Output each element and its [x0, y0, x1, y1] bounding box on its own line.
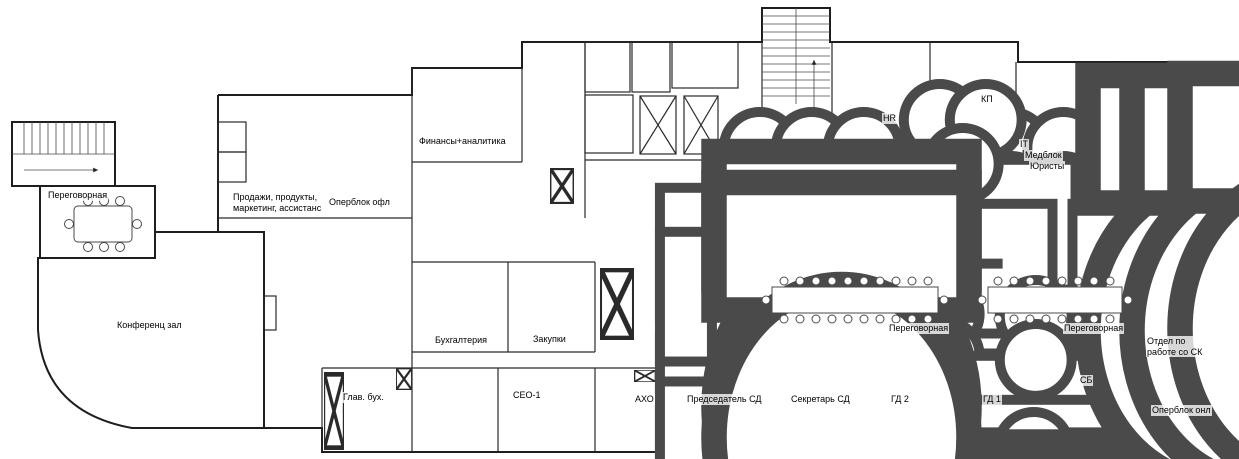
conference-table-icon — [977, 276, 1133, 324]
toilet-icon — [1180, 74, 1239, 459]
stairs-nw-icon — [12, 122, 115, 173]
shaft-x-icon — [550, 168, 574, 204]
shaft-x-icon — [396, 368, 412, 390]
stairs-main-icon — [762, 8, 830, 124]
shaft-x-icon — [324, 372, 344, 450]
elevator-icons — [639, 95, 719, 155]
bay-window — [263, 295, 277, 331]
elevator-icon — [683, 95, 719, 155]
conference-table-icon — [761, 276, 949, 324]
cabinet-x-icon — [634, 370, 656, 382]
conference-hall-walls — [37, 231, 265, 429]
elevator-icon — [639, 95, 677, 155]
meeting-table-icon — [64, 196, 142, 252]
furniture — [64, 60, 1239, 459]
shaft-x-icon — [600, 268, 634, 340]
